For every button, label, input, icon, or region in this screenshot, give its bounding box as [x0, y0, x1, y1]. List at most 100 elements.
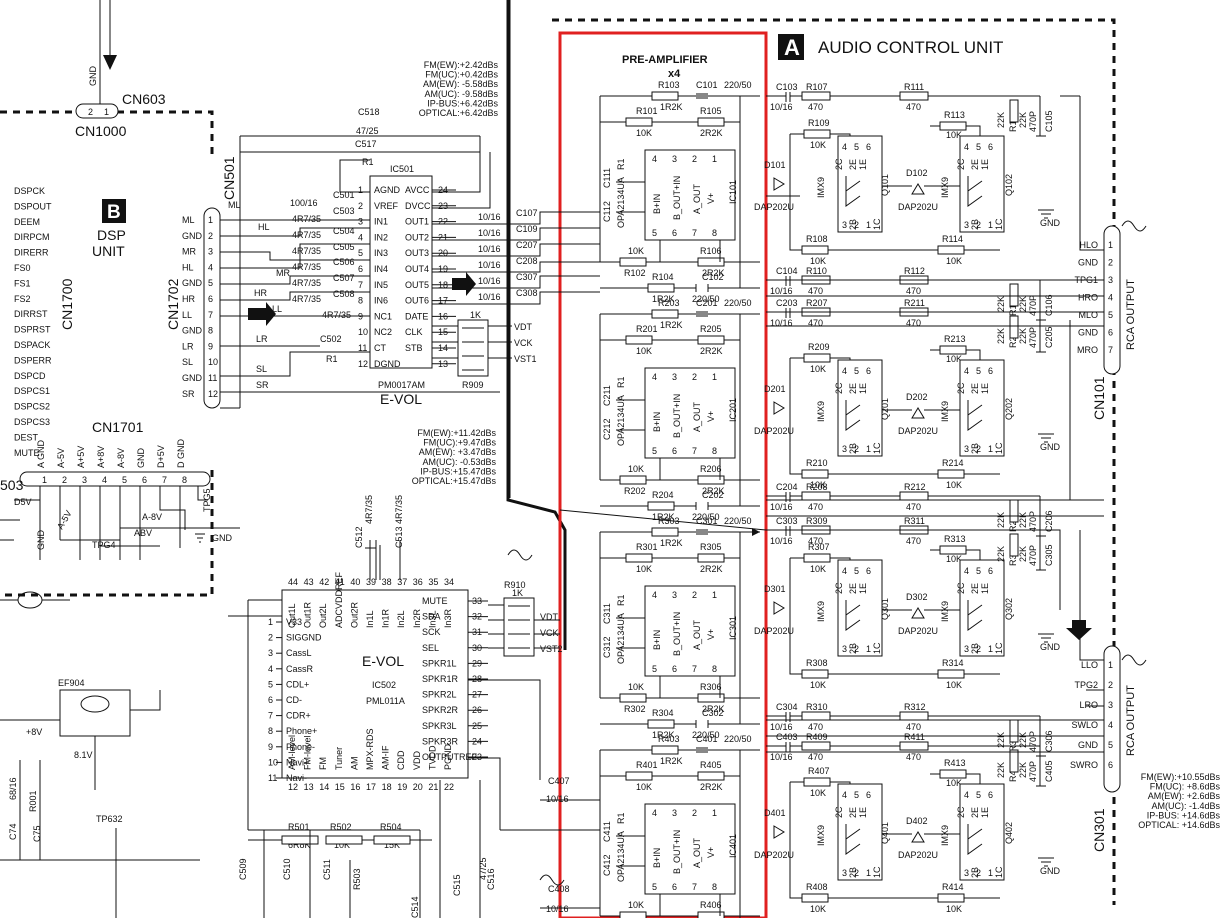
net-lr: LR	[256, 334, 268, 344]
preamp-stage4-rf: R406	[700, 900, 722, 910]
preamp-stage2-rd-val: 10K	[628, 464, 644, 474]
ic501-ref: IC501	[390, 164, 414, 174]
vst1-label: VST1	[514, 354, 537, 364]
preamp-stage1-re: R104	[652, 272, 674, 282]
mute-2-pb-2e: 2E	[970, 383, 980, 394]
output-row2-cap2: C106	[1044, 294, 1054, 316]
cn1702-pin-hl-4: HL	[182, 262, 194, 272]
ic502-pin-name-17: MPX-RDS	[365, 728, 375, 770]
preamp-stage2-ra: R203	[658, 298, 680, 308]
output-row1-r1-val: 470	[808, 102, 823, 112]
levels-mid-line-2: FM(UC):+9.47dBs	[423, 438, 496, 448]
output-row1-cap: C103	[776, 82, 798, 92]
mute-4-rout: R413	[944, 758, 966, 768]
output-row5-k22: 22K	[996, 546, 1006, 562]
bus-arrow-icon	[452, 272, 476, 296]
mute-2-d2: D202	[906, 392, 928, 402]
preamp-stage1-ca-val: 220/50	[724, 80, 752, 90]
opamp-part-4: OPA2134UA	[616, 831, 626, 882]
mute-2-rbot-body	[801, 469, 829, 479]
mute-1-imx-label-a: IMX9	[816, 177, 826, 198]
ic501-pin-name-23: DVCC	[405, 201, 431, 211]
opamp-ic401	[644, 803, 736, 895]
ic502-pin-name-22: PGND	[443, 743, 453, 770]
mute-1-ba-2: 2	[854, 220, 859, 230]
mute-2-rbot2: R214	[942, 458, 964, 468]
ic501-pin-name-7: IN5	[374, 280, 388, 290]
vdt-1: VDT	[514, 322, 533, 332]
mute-3-bb-3: 3	[964, 644, 969, 654]
c513-value: 4R7/35	[394, 495, 404, 524]
preamp-stage3-rf-val: 2R2K	[702, 704, 725, 714]
mute-2-imx-b	[959, 359, 1005, 457]
output-row3-cap2: C205	[1044, 326, 1054, 348]
opamp-top-pin-2-4: 4	[652, 372, 657, 382]
cn1702-pin-num-2: 2	[208, 231, 213, 241]
output-row1-cap2: C105	[1044, 110, 1054, 132]
preamp-stage3-rd: R302	[624, 704, 646, 714]
c518-label: C518	[358, 107, 380, 117]
mute-3-rbot2-val: 10K	[946, 680, 962, 690]
cn1702-pin-gnd-5: GND	[182, 278, 203, 288]
dsp-signal-fs2: FS2	[14, 294, 31, 304]
opamp-top-pin-1-3: 3	[672, 154, 677, 164]
cn301-pins-label-1: LLO	[1081, 660, 1098, 670]
cn1702-pin-num-7: 7	[208, 310, 213, 320]
mute-4-pb-1c: 1C	[994, 866, 1004, 878]
ic501-pin-num-10: 10	[358, 327, 368, 337]
mute-2-ta-4: 4	[842, 366, 847, 376]
ic501-pin-name-22: OUT1	[405, 217, 429, 227]
ic502-pin-num-9: 9	[268, 742, 273, 752]
opamp-top-pin-2-1: 1	[712, 372, 717, 382]
cn1701-ref-503: 503	[0, 477, 24, 493]
c75-label: C75	[32, 825, 42, 842]
ic501-pin-num-12: 12	[358, 359, 368, 369]
c4r7-6: 4R7/35	[292, 294, 321, 304]
ic502-pin-name-15: Tuner	[334, 747, 344, 770]
levels-right-line-3: AM(EW): +2.6dBs	[1148, 791, 1221, 801]
preamp-stage1-rc: R105	[700, 106, 722, 116]
output-row3-r1-val: 470	[808, 318, 823, 328]
output-row6-res-body	[1009, 719, 1019, 743]
mute-3-bb-1: 1	[988, 644, 993, 654]
gnd-label-2: GND	[212, 533, 233, 543]
r504-label: R504	[380, 822, 402, 832]
mute-2-pb-2b: 2B	[970, 443, 980, 454]
opamp-ic101	[644, 149, 736, 241]
mute-1-tb-6: 6	[988, 142, 993, 152]
ic502-pin-name-4: CassR	[286, 664, 314, 674]
output-row7-p470: 470P	[1028, 761, 1038, 782]
diode-icon-2	[911, 407, 925, 419]
mute-1-pb-2b: 2B	[970, 219, 980, 230]
opamp-top-pin-3-1: 1	[712, 590, 717, 600]
mute-3-tb-5: 5	[976, 566, 981, 576]
levels-mid-line-1: FM(EW):+11.42dBs	[417, 428, 496, 438]
mute-3-imx-b	[959, 559, 1005, 657]
cn1701-pin-num-2: 2	[62, 475, 67, 485]
ic502-pin-name-27: SPKR2L	[422, 690, 457, 700]
preamp-stage2-rc-val: 2R2K	[700, 346, 723, 356]
ic501-pin-name-3: IN1	[374, 217, 388, 227]
c501-label: C501	[333, 190, 355, 200]
cn1702-pin-hr-6: HR	[182, 294, 195, 304]
mute-4-pb-2e: 2E	[970, 807, 980, 818]
mute-1-rin-val: 10K	[810, 140, 826, 150]
c307-label: C307	[516, 272, 538, 282]
ic502-pin-name-38: In1R	[381, 608, 391, 628]
output-row6-cap2: C306	[1044, 730, 1054, 752]
output-row4-r2: R212	[904, 482, 926, 492]
diode-icon	[773, 401, 785, 415]
output-row6-k22: 22K	[996, 732, 1006, 748]
dsp-signal-fs0: FS0	[14, 263, 31, 273]
c4r7-1: 4R7/35	[292, 214, 321, 224]
ic501-pin-name-18: OUT5	[405, 280, 429, 290]
cn301-pins-num-3: 3	[1108, 700, 1113, 710]
preamp-stage4-rb-body	[625, 771, 653, 781]
ic501-pin-num-5: 5	[358, 248, 363, 258]
opamp-bot-pin-1-7: 7	[692, 228, 697, 238]
preamp-stage1-rf: R106	[700, 246, 722, 256]
a-section-wiring	[559, 95, 1104, 753]
cn101-pins-label-5: MLO	[1078, 310, 1098, 320]
ic502-pin-name-5: CDL+	[286, 679, 309, 689]
